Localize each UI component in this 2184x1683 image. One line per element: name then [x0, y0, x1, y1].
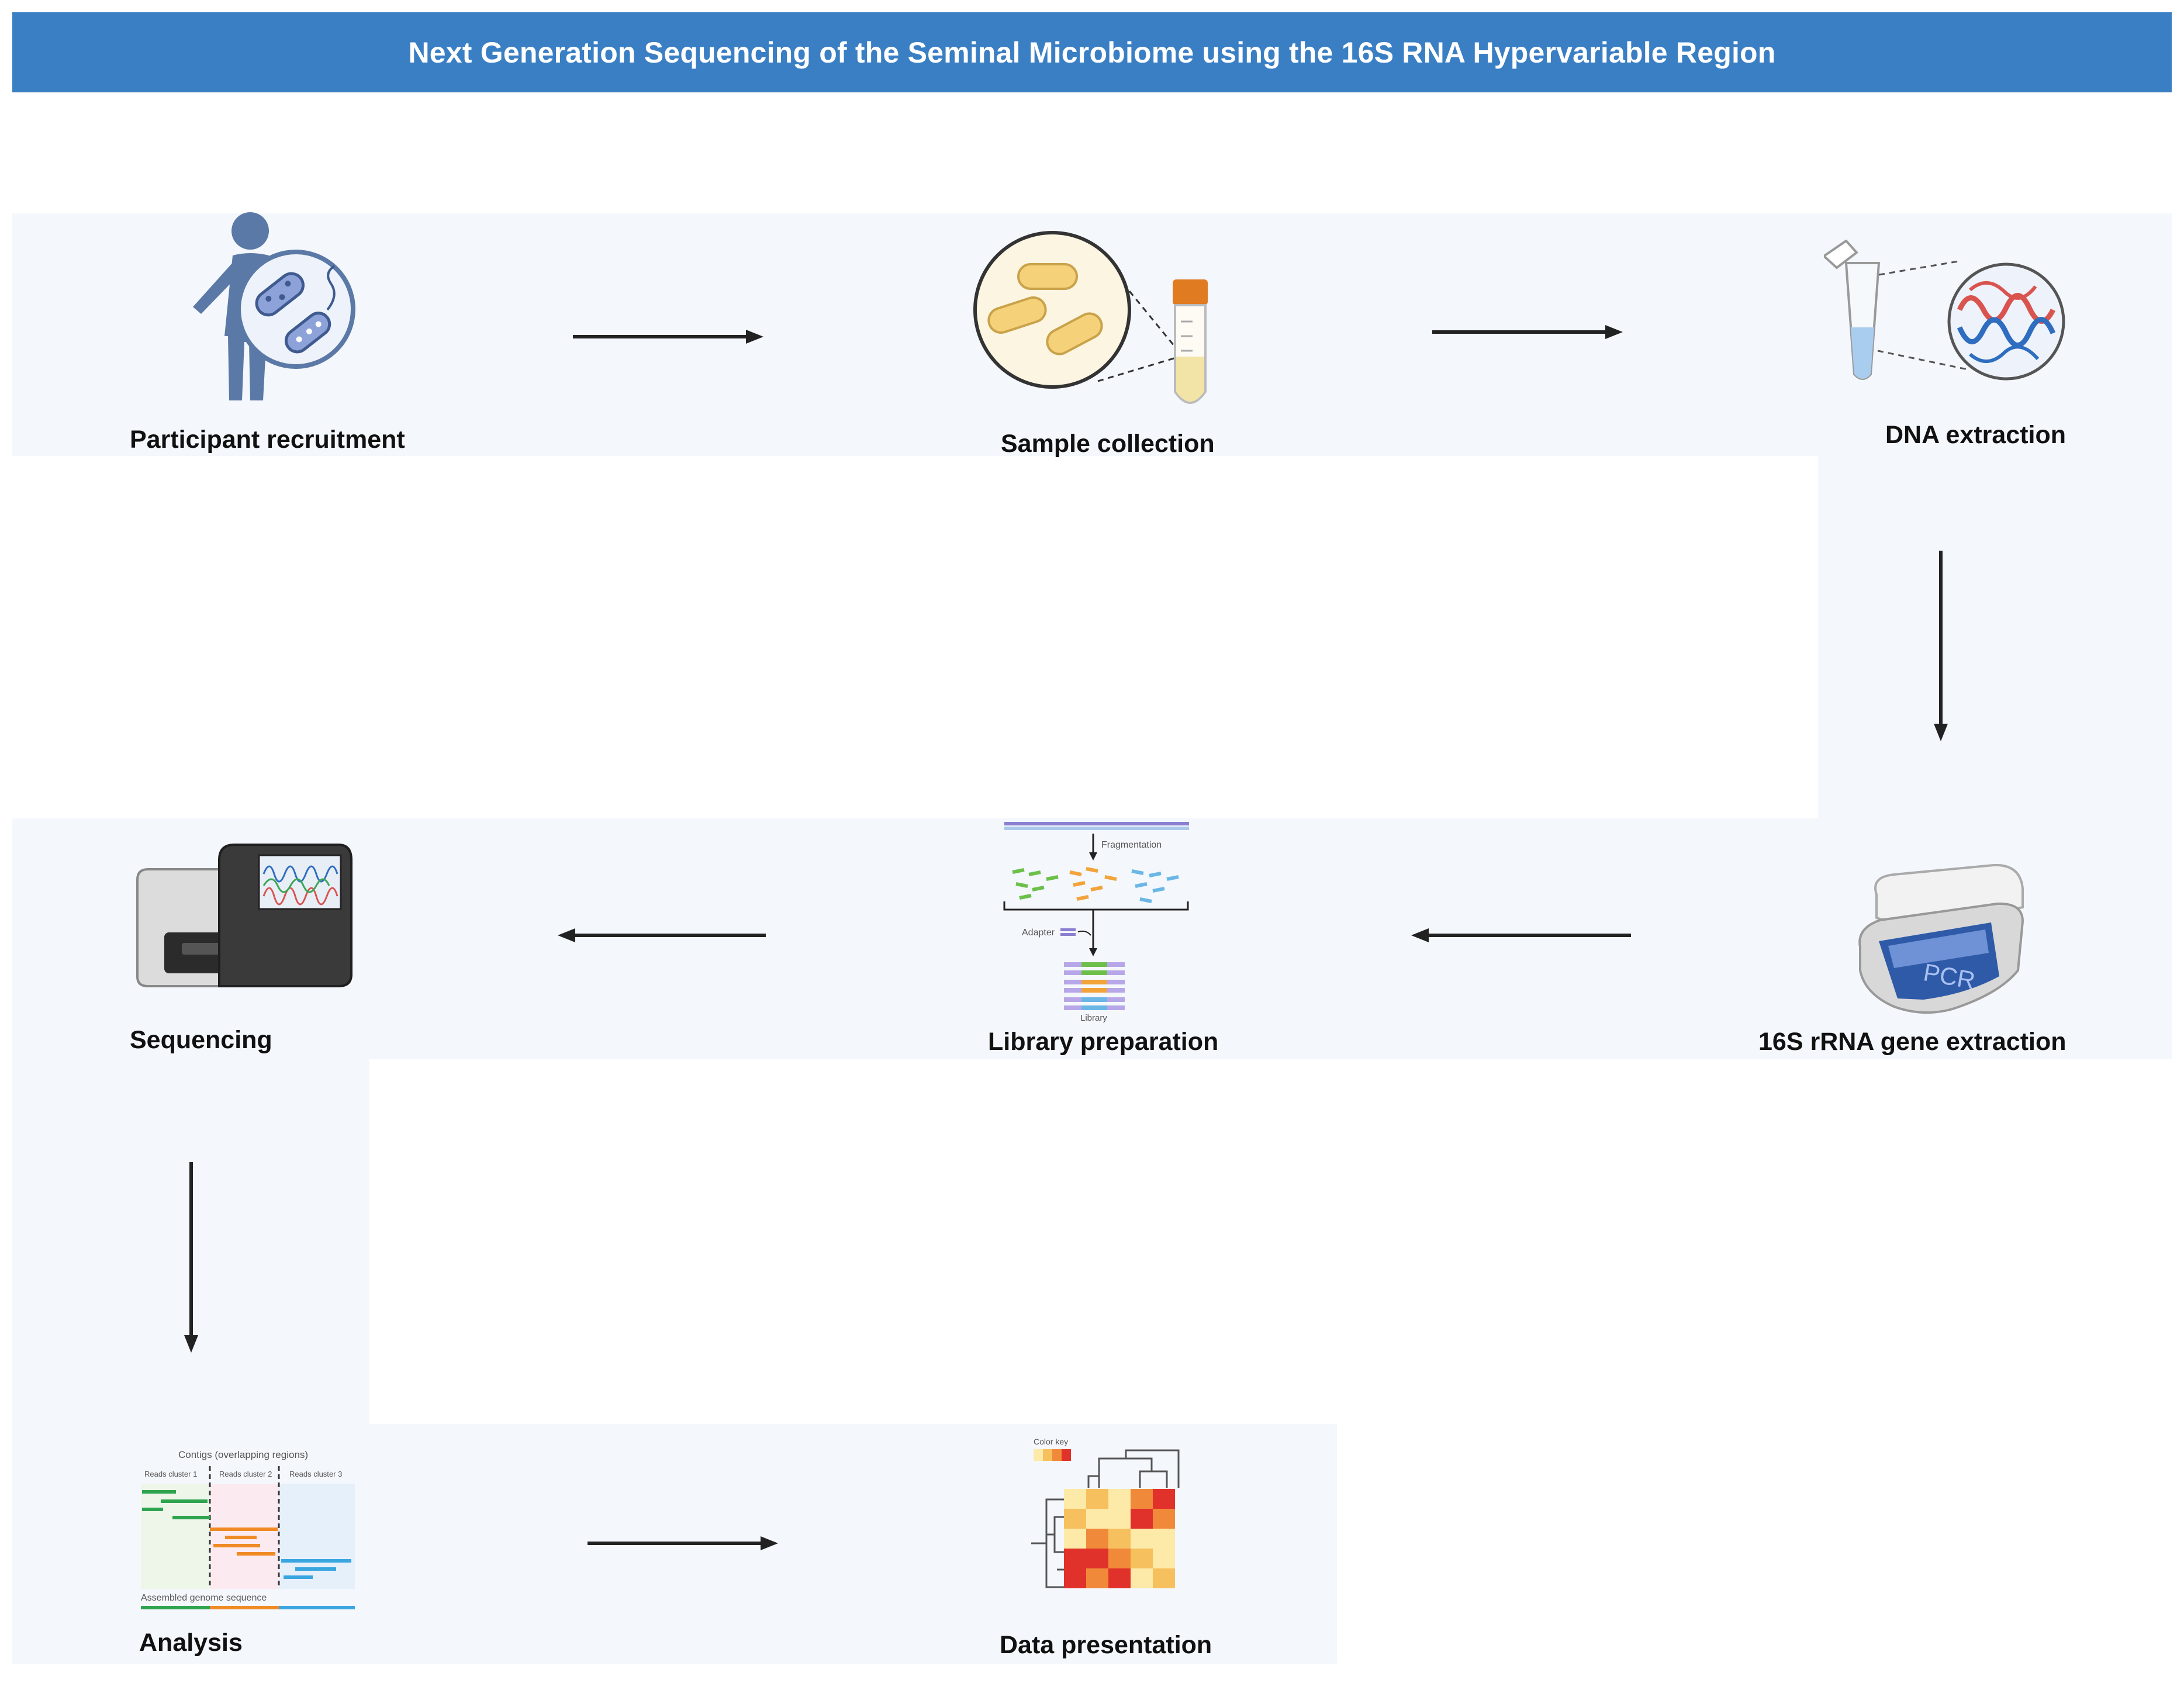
- color-key-label: Color key: [1034, 1437, 1068, 1446]
- label-dna-extraction: DNA extraction: [1885, 421, 2066, 449]
- contigs-label: Contigs (overlapping regions): [178, 1449, 308, 1460]
- arrow-collection-to-dna: [1432, 325, 1623, 339]
- dna-extraction-icon: [1824, 240, 2065, 381]
- arrow-dna-to-rrna: [1934, 551, 1948, 741]
- arrow-recruitment-to-collection: [573, 330, 763, 344]
- analysis-assembly-icon: Contigs (overlapping regions) Reads clus…: [141, 1449, 355, 1609]
- label-participant-recruitment: Participant recruitment: [130, 426, 405, 454]
- band-row-2: [12, 818, 2172, 1059]
- assembled-genome-label: Assembled genome sequence: [141, 1593, 267, 1603]
- sample-collection-icon: [973, 231, 1208, 404]
- title-bar: Next Generation Sequencing of the Semina…: [12, 12, 2172, 92]
- arrow-library-to-sequencing: [558, 928, 766, 942]
- label-sample-collection: Sample collection: [1001, 430, 1215, 458]
- label-sequencing: Sequencing: [130, 1026, 272, 1054]
- band-connector-right: [1818, 456, 2172, 818]
- cluster-3-label: Reads cluster 3: [289, 1470, 342, 1478]
- label-library-preparation: Library preparation: [988, 1028, 1219, 1056]
- page-title: Next Generation Sequencing of the Semina…: [408, 36, 1776, 69]
- fragmentation-label: Fragmentation: [1101, 840, 1162, 850]
- library-preparation-icon: Fragmentation Adapter Library: [1003, 822, 1189, 1023]
- label-data-presentation: Data presentation: [1000, 1631, 1212, 1659]
- adapter-label: Adapter: [1022, 928, 1055, 938]
- participant-recruitment-icon: [193, 212, 355, 400]
- label-analysis: Analysis: [139, 1629, 243, 1657]
- sequencing-machine-icon: [136, 844, 353, 987]
- pcr-machine-icon: PCR: [1858, 863, 2024, 1014]
- cluster-2-label: Reads cluster 2: [219, 1470, 272, 1478]
- arrow-rrna-to-library: [1411, 928, 1631, 942]
- arrow-sequencing-to-analysis: [184, 1162, 198, 1353]
- cluster-1-label: Reads cluster 1: [144, 1470, 197, 1478]
- label-16s-rrna-gene-extraction: 16S rRNA gene extraction: [1758, 1028, 2066, 1056]
- arrow-analysis-to-data-presentation: [588, 1536, 778, 1550]
- heatmap-icon: Color key: [1031, 1437, 1180, 1588]
- library-label: Library: [1080, 1013, 1107, 1023]
